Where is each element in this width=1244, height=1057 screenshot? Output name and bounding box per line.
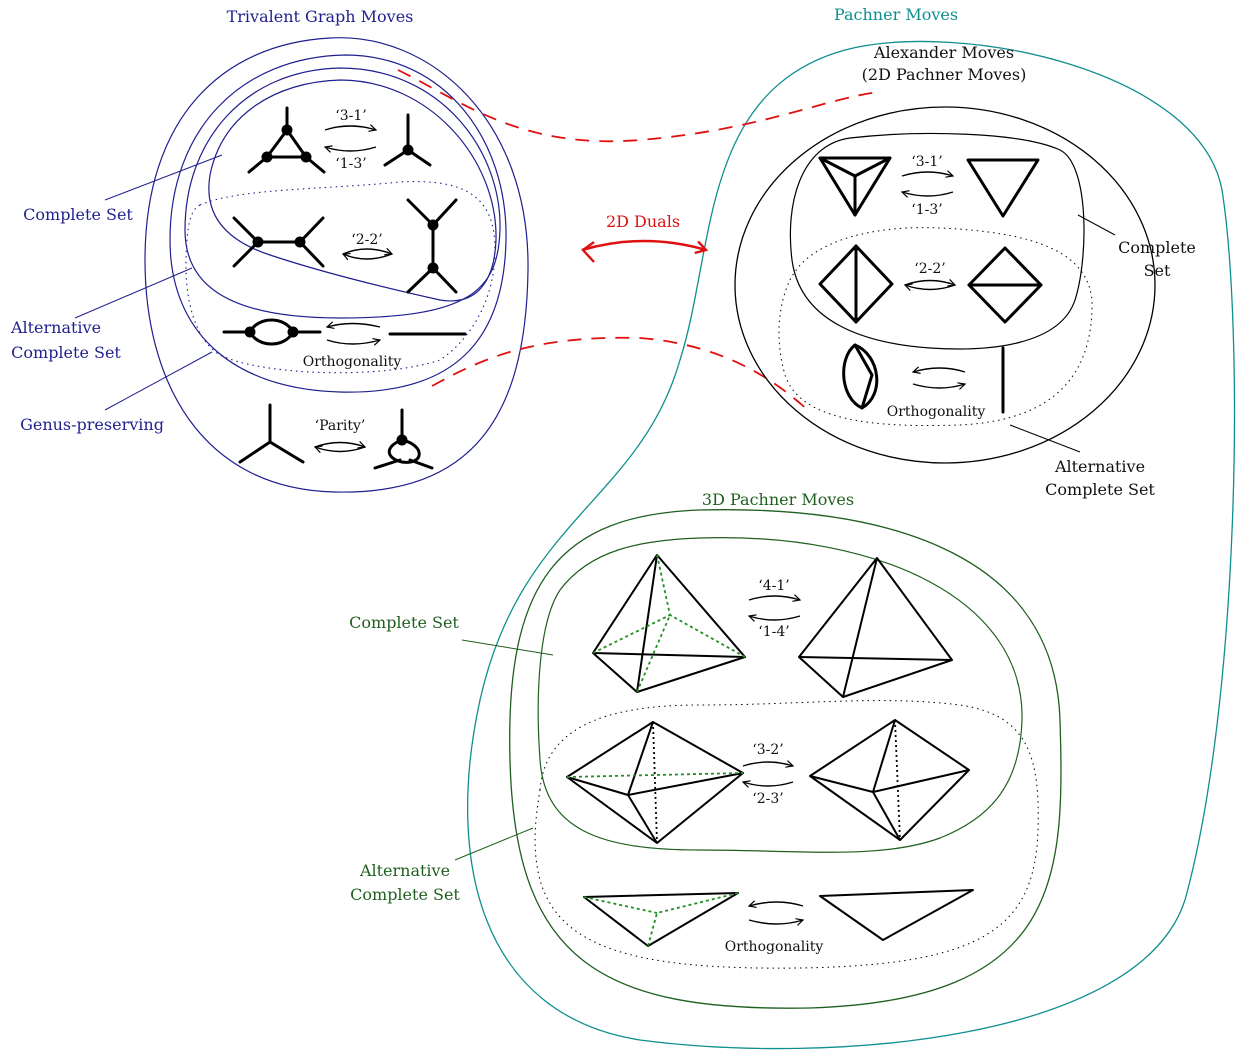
alexander-complete-pointer — [1077, 214, 1116, 236]
trivalent-orthogonality-label: Orthogonality — [303, 354, 402, 370]
graph-single-vertex — [383, 113, 432, 167]
alexander-move-13-label: ‘1-3’ — [911, 202, 942, 218]
pachner3d-complete-label: Complete Set — [349, 613, 459, 632]
pachner3d-orthogonality-label: Orthogonality — [725, 939, 824, 955]
move-32-label: ‘3-2’ — [752, 742, 783, 758]
alexander-move-22-arrows — [905, 281, 955, 290]
move-14-label: ‘1-4’ — [758, 624, 789, 640]
lens-bigon — [842, 343, 879, 410]
move-41-arrows — [749, 596, 800, 620]
alexander-move-22-label: ‘2-2’ — [914, 261, 945, 277]
bipyramid-three-tets — [566, 721, 744, 844]
flat-tetrahedron-subdivided — [583, 892, 739, 947]
pachner3d-complete-pointer — [461, 639, 554, 656]
alexander-title-2: (2D Pachner Moves) — [862, 65, 1027, 84]
trivalent-orthogonality-arrows — [327, 324, 380, 345]
alexander-alt-dotted-boundary — [778, 227, 1093, 427]
alternative-set-boundary — [184, 67, 501, 319]
trivalent-alternative-label-2: Complete Set — [11, 343, 121, 362]
genus-preserving-pointer — [104, 351, 213, 411]
pachner3d-alt-pointer — [454, 827, 534, 861]
pachner3d-complete-boundary — [537, 537, 1023, 853]
move-41-label: ‘4-1’ — [758, 578, 789, 594]
pachner3d-alt-label-1: Alternative — [359, 861, 450, 880]
genus-preserving-label: Genus-preserving — [20, 415, 164, 434]
rhombus-vertical-diagonal — [818, 244, 894, 324]
move-31-arrows — [325, 126, 376, 151]
trivalent-alt-dotted-boundary — [185, 180, 496, 374]
graph-h — [232, 216, 325, 268]
tetrahedron-subdivided — [592, 554, 746, 693]
parity-label: ‘Parity’ — [315, 418, 366, 434]
move-31-label: ‘3-1’ — [335, 108, 366, 124]
triangle-subdivided — [818, 156, 892, 217]
complete-set-pointer — [104, 154, 223, 201]
trivalent-outer-boundary — [144, 37, 529, 493]
alexander-outer-boundary — [734, 106, 1156, 464]
pachner-moves-boundary — [467, 40, 1236, 1050]
graph-triangle — [247, 106, 326, 174]
pachner3d-alt-label-2: Complete Set — [350, 885, 460, 904]
graph-twisted-loop — [373, 408, 434, 470]
pachner3d-title: 3D Pachner Moves — [702, 490, 854, 509]
pachner3d-orthogonality-arrows — [749, 902, 803, 924]
complete-set-boundary — [208, 79, 497, 302]
dual-connector-upper — [397, 69, 879, 143]
trivalent-title: Trivalent Graph Moves — [227, 7, 414, 26]
move-22-label: ‘2-2’ — [351, 232, 382, 248]
trivalent-complete-set-label: Complete Set — [23, 205, 133, 224]
alexander-alt-label-2: Complete Set — [1045, 480, 1155, 499]
trivalent-alternative-label-1: Alternative — [10, 318, 101, 337]
graph-bubble — [222, 318, 322, 346]
pachner3d-alt-dotted-boundary — [534, 700, 1039, 969]
move-23-label: ‘2-3’ — [752, 791, 783, 807]
move-13-label: ‘1-3’ — [335, 156, 366, 172]
graph-i — [406, 198, 458, 294]
alternative-set-pointer — [74, 267, 193, 319]
pachner-title: Pachner Moves — [834, 5, 958, 24]
duals-double-arrow — [581, 239, 706, 250]
alexander-move-31-label: ‘3-1’ — [911, 154, 942, 170]
genus-preserving-boundary — [169, 54, 507, 393]
alexander-alt-pointer — [1009, 424, 1081, 453]
alexander-title-1: Alexander Moves — [873, 43, 1014, 62]
alexander-orthogonality-label: Orthogonality — [887, 404, 986, 420]
parity-arrows — [315, 443, 365, 452]
trivalent-region — [144, 37, 529, 493]
alexander-complete-label-1: Complete — [1118, 238, 1196, 257]
duals-arrow-left-head — [581, 241, 595, 263]
tetrahedron-plain — [798, 557, 953, 698]
dual-connector-lower — [431, 336, 811, 413]
duals-label: 2D Duals — [606, 212, 680, 231]
alexander-move-31-arrows — [902, 172, 953, 196]
graph-vertex-parity — [238, 403, 305, 464]
alexander-alt-label-1: Alternative — [1054, 457, 1145, 476]
bipyramid-two-tets — [809, 719, 970, 841]
alexander-orthogonality-arrows — [913, 368, 965, 388]
flat-tetrahedron-plain — [819, 889, 974, 941]
move-22-arrows — [343, 249, 392, 259]
triangle-plain — [966, 158, 1040, 218]
pachner3d-outer-boundary — [509, 509, 1062, 1009]
move-32-arrows — [743, 762, 793, 786]
alexander-complete-boundary — [789, 132, 1085, 350]
rhombus-horizontal-diagonal — [967, 246, 1043, 324]
alexander-complete-label-2: Set — [1144, 261, 1171, 280]
